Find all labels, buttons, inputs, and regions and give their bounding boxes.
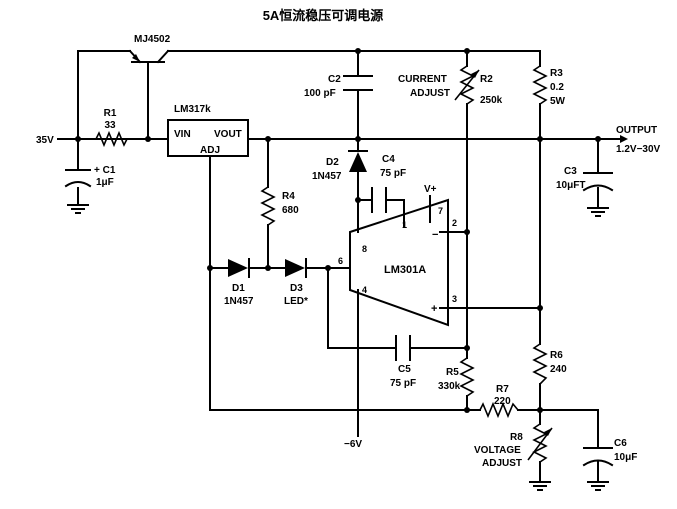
label-mj4502: MJ4502 — [134, 34, 171, 45]
capacitor-c5 — [395, 335, 411, 361]
label-c3-value: 10μFT — [556, 180, 585, 191]
resistor-r5 — [459, 357, 475, 397]
pin-1: 1 — [402, 220, 407, 230]
regulator-lm317 — [167, 119, 249, 157]
label-c2-value: 100 pF — [304, 88, 336, 99]
label-output: OUTPUT — [616, 125, 657, 136]
label-c5: C5 — [398, 364, 411, 375]
output-arrow — [620, 135, 628, 143]
resistor-r6 — [532, 343, 548, 385]
transistor-mj4502 — [128, 49, 170, 71]
resistor-r4 — [260, 186, 276, 226]
pin-4: 4 — [362, 285, 367, 295]
label-lm317: LM317k — [174, 104, 211, 115]
pin-8: 8 — [362, 244, 367, 254]
ground-c3 — [587, 207, 609, 217]
ground-c1 — [67, 204, 89, 214]
label-c5-value: 75 pF — [390, 378, 416, 389]
label-vin: VIN — [174, 129, 191, 140]
opamp-body — [349, 198, 449, 327]
label-current: CURRENT — [398, 74, 447, 85]
junction-dots — [75, 48, 601, 413]
label-lm301a: LM301A — [384, 264, 426, 276]
wires — [57, 50, 621, 483]
label-d3-type: LED* — [284, 296, 308, 307]
label-r6-value: 240 — [550, 364, 567, 375]
label-d1-type: 1N457 — [224, 296, 254, 307]
resistor-r7 — [479, 401, 519, 419]
label-r4-value: 680 — [282, 205, 299, 216]
label-c3: C3 — [564, 166, 577, 177]
label-c6: C6 — [614, 438, 627, 449]
label-vplus: V+ — [424, 184, 437, 195]
label-r8: R8 — [510, 432, 523, 443]
label-r3-value: 0.2 — [550, 82, 564, 93]
capacitor-c6 — [582, 447, 614, 467]
ground-r8 — [529, 481, 551, 491]
potentiometer-r2 — [454, 65, 480, 105]
label-neg-supply: −6V — [344, 439, 362, 450]
label-vout: VOUT — [214, 129, 242, 140]
ground-c6 — [587, 481, 609, 491]
label-r6: R6 — [550, 350, 563, 361]
label-r5-value: 330k — [438, 381, 461, 392]
capacitor-c2 — [343, 75, 373, 91]
led-d3 — [285, 258, 307, 278]
opamp-plus: + — [431, 303, 437, 315]
label-adjust-top: ADJUST — [410, 88, 450, 99]
pin-2: 2 — [452, 218, 457, 228]
label-c1: + C1 — [94, 165, 116, 176]
label-c1-value: 1μF — [96, 177, 114, 188]
label-r4: R4 — [282, 191, 295, 202]
label-c6-value: 10μF — [614, 452, 637, 463]
label-r7: R7 — [496, 384, 509, 395]
label-d1: D1 — [232, 283, 245, 294]
label-r1-value: 33 — [104, 120, 116, 131]
diagram-title: 5A恒流稳压可调电源 — [263, 8, 384, 23]
label-r1: R1 — [104, 108, 117, 119]
label-r3-power: 5W — [550, 96, 566, 107]
label-d2-type: 1N457 — [312, 171, 342, 182]
capacitor-c1 — [64, 169, 92, 188]
label-input-voltage: 35V — [36, 135, 54, 146]
label-d2: D2 — [326, 157, 339, 168]
potentiometer-r8 — [527, 423, 553, 463]
diode-d1 — [228, 258, 250, 278]
pin-6: 6 — [338, 256, 343, 266]
pin-7: 7 — [438, 206, 443, 216]
opamp-minus: − — [432, 229, 438, 241]
resistor-r1 — [95, 130, 128, 148]
pin-3: 3 — [452, 294, 457, 304]
label-adj: ADJ — [200, 145, 220, 156]
label-voltage: VOLTAGE — [474, 445, 521, 456]
capacitor-c3 — [582, 172, 614, 192]
label-r3: R3 — [550, 68, 563, 79]
capacitor-c4 — [371, 187, 387, 213]
label-adjust-bottom: ADJUST — [482, 458, 522, 469]
diode-d2 — [348, 150, 368, 172]
label-r2: R2 — [480, 74, 493, 85]
label-c4: C4 — [382, 154, 395, 165]
label-d3: D3 — [290, 283, 303, 294]
label-r5: R5 — [446, 367, 459, 378]
label-r2-value: 250k — [480, 95, 503, 106]
label-r7-value: 220 — [494, 396, 511, 407]
resistor-r3 — [532, 65, 548, 105]
label-output-range: 1.2V−30V — [616, 144, 661, 155]
label-c4-value: 75 pF — [380, 168, 406, 179]
label-c2: C2 — [328, 74, 341, 85]
